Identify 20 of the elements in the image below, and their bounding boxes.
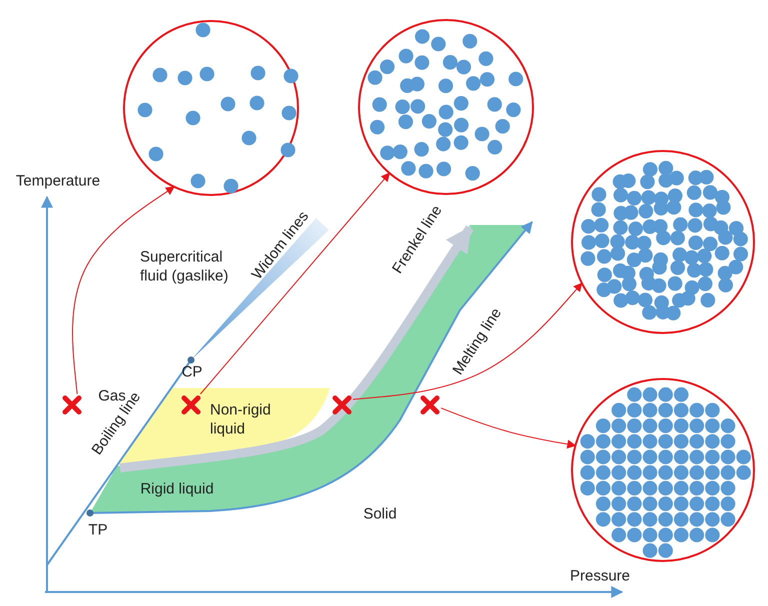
cross-marker (61, 394, 83, 416)
arrow (72, 186, 175, 394)
diagram-label: Temperature (16, 172, 100, 192)
diagram-label: Solid (363, 506, 397, 524)
arrow (200, 172, 390, 394)
diagram-label: Non-rigid liquid (210, 401, 272, 439)
particle-drawing (571, 150, 755, 334)
particle-drawing (358, 19, 534, 195)
diagram-label: CP (182, 364, 202, 382)
diagram-label: Pressure (570, 568, 630, 586)
particle-drawing (123, 20, 299, 196)
arrow (440, 408, 576, 449)
diagram-label: Rigid liquid (140, 480, 214, 500)
cross-marker (419, 394, 441, 416)
particle-drawing (571, 378, 755, 562)
arrow (352, 282, 582, 400)
diagram-label: TP (88, 522, 108, 540)
diagram-label: Supercritical fluid (gaslike) (140, 248, 230, 286)
cross-marker (180, 394, 202, 416)
cross-marker (331, 394, 353, 416)
